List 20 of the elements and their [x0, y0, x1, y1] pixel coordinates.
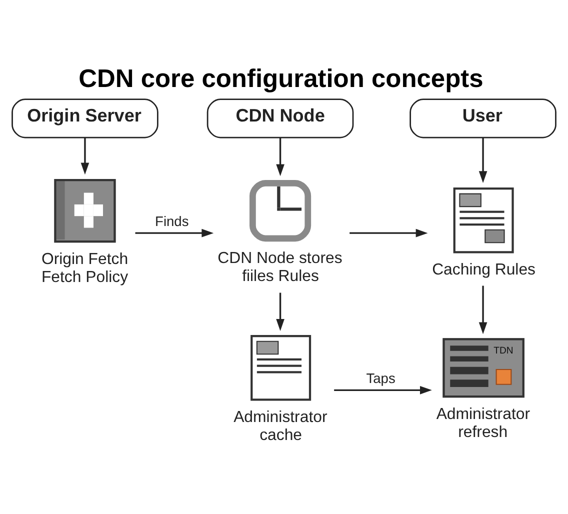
- arrow: [135, 228, 214, 237]
- edge-label: Finds: [155, 214, 189, 229]
- node-label: CDN Node stores fiiles Rules: [218, 249, 342, 284]
- arrow: [478, 285, 488, 334]
- node-label: Caching Rules: [432, 260, 536, 278]
- node-label: Origin Fetch Fetch Policy: [41, 250, 128, 286]
- arrow: [334, 386, 432, 394]
- node-label: Administrator cache: [234, 408, 328, 444]
- node-box: User: [410, 98, 556, 138]
- arrow: [350, 228, 428, 237]
- node-label: Administrator refresh: [436, 405, 530, 440]
- arrow: [478, 137, 488, 183]
- node-box: CDN Node: [206, 98, 354, 138]
- node-picture: [250, 180, 312, 242]
- arrow: [276, 292, 284, 330]
- arrow: [276, 137, 284, 176]
- edge-label: Taps: [366, 370, 396, 386]
- arrow: [80, 137, 90, 174]
- diagram-title: CDN core configuration concepts: [78, 64, 484, 92]
- node-box: Origin Server: [12, 98, 158, 138]
